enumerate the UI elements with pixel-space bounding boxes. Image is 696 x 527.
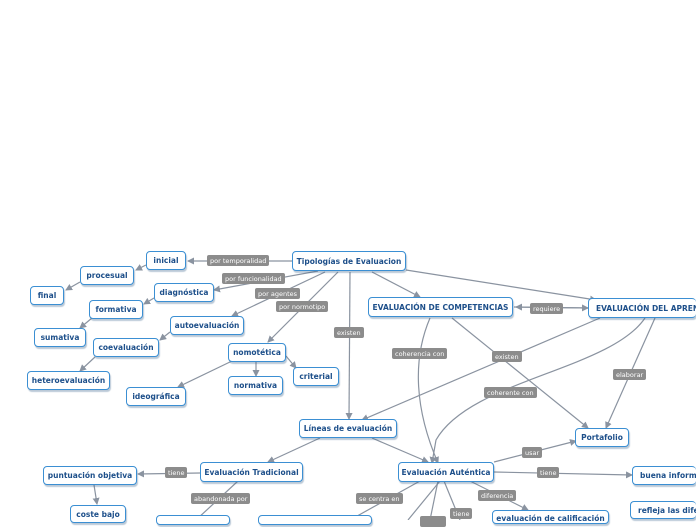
node-eval-competencias[interactable]: EVALUACIÓN DE COMPETENCIAS (368, 297, 513, 317)
label-existen-2: existen (492, 351, 522, 362)
node-normativa[interactable]: normativa (228, 376, 283, 395)
edge-nomotetica-ideografica (177, 360, 233, 388)
edge-inicial-procesual (135, 264, 147, 271)
node-eval-autentica[interactable]: Evaluación Auténtica (398, 462, 494, 482)
label-por-normotipo: por normotipo (276, 301, 329, 312)
label-diferencia: diferencia (478, 490, 517, 501)
node-heteroevaluacion[interactable]: heteroevaluación (27, 371, 110, 390)
node-sumativa[interactable]: sumativa (34, 328, 86, 347)
node-autoevaluacion[interactable]: autoevaluación (170, 316, 244, 335)
label-se-centra-en: se centra en (356, 493, 403, 504)
edge-diagnostica-formativa (143, 297, 155, 305)
label-requiere: requiere (530, 303, 564, 314)
node-eval-tradicional[interactable]: Evaluación Tradicional (200, 462, 303, 482)
node-refleja-diferencias[interactable]: refleja las diferencias (630, 501, 696, 519)
label-tiene-1: tiene (165, 467, 188, 478)
edge-lineas-tradicional (267, 437, 321, 463)
node-eval-calificacion[interactable]: evaluación de calificación (492, 510, 609, 524)
node-tipologias[interactable]: Tipologías de Evaluacion (292, 251, 406, 271)
node-final[interactable]: final (30, 286, 64, 305)
edge-tipologias-lineas (345, 271, 353, 420)
edge-autentica-down-1 (429, 480, 439, 520)
edge-competencias-portafolio (451, 317, 589, 429)
label-elaborar: elaborar (613, 369, 647, 380)
edge-lineas-autentica (371, 437, 429, 463)
label-coherencia-con: coherencia con (392, 348, 448, 359)
label-tiene-3: tiene (450, 508, 473, 519)
label-existen-1: existen (334, 327, 364, 338)
node-inicial[interactable]: inicial (146, 251, 186, 270)
node-procesual[interactable]: procesual (80, 266, 134, 285)
node-coevaluacion[interactable]: coevaluación (93, 338, 159, 357)
label-partial (420, 516, 446, 527)
label-coherente-con: coherente con (484, 387, 537, 398)
label-abandonada-por: abandonada por (191, 493, 251, 504)
node-coste-bajo[interactable]: coste bajo (70, 505, 126, 523)
node-formativa[interactable]: formativa (89, 300, 143, 319)
edge-puntuacion-coste (92, 484, 100, 505)
node-criterial[interactable]: criterial (293, 367, 339, 386)
node-portafolio[interactable]: Portafolio (575, 428, 629, 447)
edge-competencias-autentica (417, 317, 439, 464)
label-tiene-2: tiene (537, 467, 560, 478)
edge-nomotetica-criterial (285, 355, 297, 369)
edge-autoevaluacion-coevaluacion (159, 331, 171, 341)
label-usar: usar (522, 447, 543, 458)
label-por-funcionalidad: por funcionalidad (222, 273, 285, 284)
edge-aprendizaje-autentica (429, 317, 646, 464)
node-diagnostica[interactable]: diagnóstica (154, 283, 214, 302)
edge-coevaluacion-heteroevaluacion (79, 356, 96, 372)
edge-autentica-informacion (493, 471, 633, 479)
edge-formativa-sumativa (79, 317, 93, 329)
node-ideografica[interactable]: ideográfica (126, 387, 186, 406)
node-buena-informacion[interactable]: buena información (632, 466, 696, 485)
edge-autentica-down-3 (407, 480, 441, 520)
edge-aprendizaje-lineas (361, 317, 601, 421)
node-partial-bottom-2[interactable] (258, 515, 372, 525)
node-puntuacion-objetiva[interactable]: puntuación objetiva (43, 466, 137, 485)
node-nomotetica[interactable]: nomotética (228, 343, 286, 362)
node-partial-bottom-1[interactable] (156, 515, 230, 525)
node-lineas[interactable]: Líneas de evaluación (299, 419, 397, 438)
edge-tipologias-aprendizaje (405, 269, 597, 303)
label-por-temporalidad: por temporalidad (207, 255, 270, 266)
edge-tipologias-competencias (371, 271, 421, 298)
edge-procesual-final (65, 281, 81, 291)
node-eval-aprendizaje[interactable]: EVALUACIÓN DEL APRENDIZAJE (588, 298, 696, 318)
label-por-agentes: por agentes (255, 288, 301, 299)
